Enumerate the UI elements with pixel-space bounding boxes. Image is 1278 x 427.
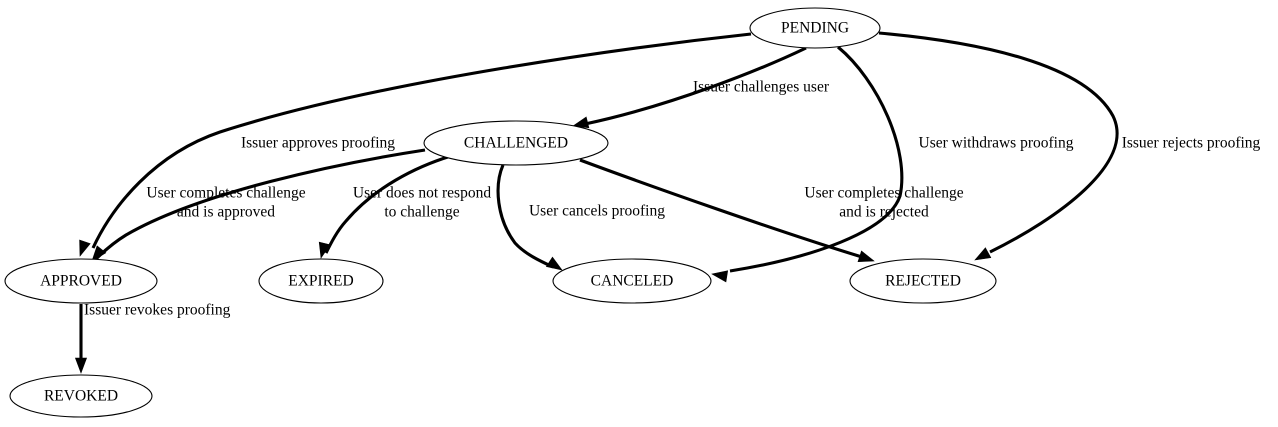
edge-label-challenged-to-expired: User does not respond to challenge — [353, 185, 491, 221]
edge-label-text: User completes challenge — [146, 185, 305, 202]
node-label-approved: APPROVED — [40, 273, 122, 290]
edge-line-pending-to-challenged — [584, 46, 807, 126]
edge-label-text: and is approved — [177, 204, 275, 221]
node-label-revoked: REVOKED — [44, 388, 118, 405]
node-label-challenged: CHALLENGED — [464, 135, 568, 152]
edge-challenged-to-approved — [91, 148, 426, 262]
edge-line-challenged-to-rejected — [579, 158, 863, 259]
node-shape-expired[interactable] — [258, 258, 384, 304]
edge-label-text: User cancels proofing — [529, 203, 665, 220]
edges-layer — [74, 31, 1119, 374]
state-node-expired[interactable]: EXPIRED — [258, 258, 384, 304]
edge-label-text: to challenge — [384, 204, 459, 221]
node-shape-canceled[interactable] — [552, 258, 712, 304]
edge-label-text: User does not respond — [353, 185, 491, 202]
arrowhead-approved-to-revoked — [74, 357, 88, 374]
edge-label-text: and is rejected — [839, 204, 929, 221]
node-shape-approved[interactable] — [4, 258, 158, 304]
edge-label-pending-to-rejected: Issuer rejects proofing — [1122, 135, 1261, 152]
edge-line-challenged-to-approved — [93, 148, 426, 262]
node-label-rejected: REJECTED — [885, 273, 961, 290]
edge-label-challenged-to-rejected: User completes challenge and is rejected — [804, 185, 963, 221]
edge-label-text: Issuer challenges user — [693, 79, 830, 96]
edge-label-challenged-to-canceled: User cancels proofing — [529, 203, 665, 220]
nodes-layer: PENDING CHALLENGED APPROVED EXPIRED CANCELED… — [4, 7, 997, 418]
arrowhead-challenged-to-canceled — [545, 256, 563, 271]
arrowhead-challenged-to-rejected — [857, 250, 875, 263]
edge-label-text: User withdraws proofing — [919, 135, 1074, 152]
edge-approved-to-revoked — [74, 304, 88, 374]
edge-challenged-to-expired — [318, 154, 452, 259]
node-label-canceled: CANCELED — [591, 273, 674, 290]
state-node-canceled[interactable]: CANCELED — [552, 258, 712, 304]
edge-line-pending-to-rejected — [878, 31, 1119, 254]
state-node-pending[interactable]: PENDING — [749, 7, 881, 49]
arrowhead-challenged-to-approved — [91, 245, 107, 262]
edge-label-pending-to-canceled: User withdraws proofing — [919, 135, 1074, 152]
state-node-challenged[interactable]: CHALLENGED — [423, 120, 609, 166]
node-shape-rejected[interactable] — [849, 258, 997, 304]
arrowhead-pending-to-rejected — [974, 247, 992, 261]
edge-line-challenged-to-expired — [324, 154, 452, 254]
node-shape-revoked[interactable] — [9, 374, 153, 418]
edge-line-pending-to-canceled — [729, 45, 904, 273]
arrowhead-pending-to-approved — [79, 239, 91, 257]
node-shape-pending[interactable] — [749, 7, 881, 49]
edge-label-pending-to-approved: Issuer approves proofing — [241, 135, 395, 152]
edge-challenged-to-canceled — [496, 164, 563, 271]
arrowhead-challenged-to-expired — [318, 241, 331, 259]
state-node-rejected[interactable]: REJECTED — [849, 258, 997, 304]
edge-pending-to-rejected — [878, 31, 1119, 261]
node-label-expired: EXPIRED — [288, 273, 353, 290]
edge-label-challenged-to-approved: User completes challenge and is approved — [146, 185, 305, 221]
edge-label-approved-to-revoked: Issuer revokes proofing — [84, 302, 231, 319]
edge-label-text: Issuer rejects proofing — [1122, 135, 1261, 152]
edge-line-pending-to-approved — [91, 32, 752, 249]
edge-pending-to-canceled — [711, 45, 904, 283]
edge-challenged-to-rejected — [579, 158, 875, 263]
edge-label-text: Issuer revokes proofing — [84, 302, 231, 319]
node-shape-challenged[interactable] — [423, 120, 609, 166]
edge-pending-to-approved — [79, 32, 752, 257]
edge-label-text: Issuer approves proofing — [241, 135, 395, 152]
edge-line-challenged-to-canceled — [496, 164, 554, 269]
state-node-revoked[interactable]: REVOKED — [9, 374, 153, 418]
edge-label-text: User completes challenge — [804, 185, 963, 202]
node-label-pending: PENDING — [781, 20, 849, 37]
edge-label-pending-to-challenged: Issuer challenges user — [693, 79, 830, 96]
arrowhead-pending-to-canceled — [711, 270, 729, 283]
state-node-approved[interactable]: APPROVED — [4, 258, 158, 304]
